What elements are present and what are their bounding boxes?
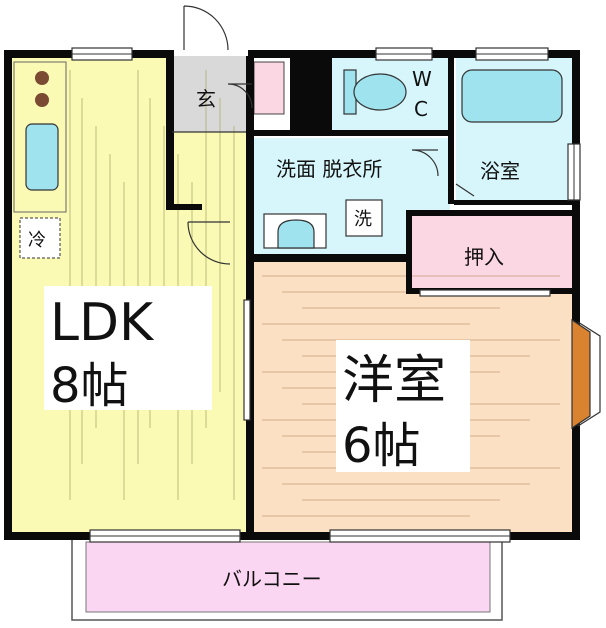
sliding-doors	[243, 289, 551, 421]
kitchen-counter	[13, 61, 67, 213]
western-size: 6帖	[342, 418, 421, 474]
stove	[24, 66, 60, 116]
western-label-bg	[336, 340, 470, 472]
fridge-space	[19, 217, 61, 259]
washbasin	[263, 213, 327, 249]
hall-floor	[172, 132, 248, 208]
fridge-name: 冷	[28, 230, 46, 251]
washer-space	[345, 199, 383, 237]
washroom-name: 洗面 脱衣所	[276, 157, 382, 181]
kitchen-sink	[25, 123, 59, 191]
entrance-floor	[172, 56, 252, 132]
bay-window	[571, 318, 591, 430]
washer-name: 洗	[354, 209, 372, 230]
bath-name: 浴室	[480, 159, 520, 183]
ldk-name: LDK	[50, 293, 155, 353]
wc-line1: W	[412, 67, 432, 91]
wc-line2: C	[414, 97, 428, 121]
ldk-label-bg	[44, 286, 212, 410]
entrance-name: 玄	[196, 87, 216, 111]
balcony-area	[85, 541, 491, 613]
toilet	[343, 69, 407, 115]
western-name: 洋室	[342, 351, 446, 411]
bathtub	[461, 69, 563, 123]
bay-window-frame	[577, 321, 601, 427]
shoe-box	[253, 61, 285, 115]
doors	[183, 5, 475, 265]
ldk-size: 8帖	[50, 358, 129, 414]
closet-name: 押入	[464, 245, 504, 269]
balcony-name: バルコニー	[222, 567, 322, 591]
closet-floor	[412, 214, 572, 290]
window-glass-lines	[72, 53, 575, 537]
